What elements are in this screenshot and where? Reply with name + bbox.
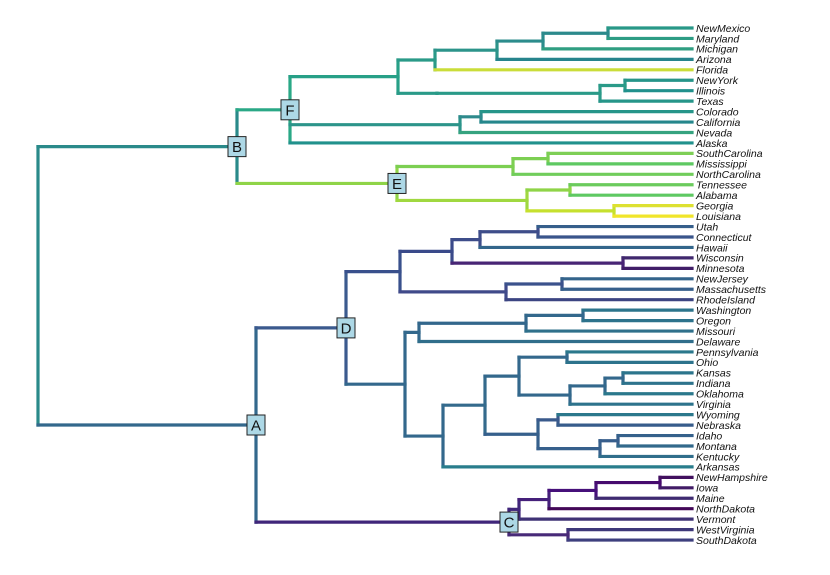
tip-label-newyork: NewYork	[696, 75, 739, 87]
node-text-D: D	[341, 320, 352, 337]
tip-label-oklahoma: Oklahoma	[696, 389, 744, 401]
tip-label-southdakota: SouthDakota	[696, 535, 757, 547]
tip-label-alabama: Alabama	[695, 190, 738, 202]
tip-label-ohio: Ohio	[696, 357, 718, 369]
tip-label-newhampshire: NewHampshire	[696, 472, 768, 484]
node-labels: F E B D C A	[227, 99, 519, 533]
tip-label-missouri: Missouri	[696, 326, 736, 338]
tip-label-arizona: Arizona	[695, 54, 732, 66]
node-label-C: C	[499, 511, 519, 533]
tip-label-wisconsin: Wisconsin	[696, 253, 744, 265]
tip-label-nebraska: Nebraska	[696, 420, 741, 432]
node-text-B: B	[232, 139, 242, 156]
tip-label-northcarolina: NorthCarolina	[696, 169, 761, 181]
tip-label-maryland: Maryland	[696, 33, 740, 45]
tip-label-nevada: Nevada	[696, 127, 732, 139]
tip-label-virginia: Virginia	[696, 399, 731, 411]
tip-labels: NewMexicoMarylandMichiganArizonaFloridaN…	[695, 23, 768, 547]
node-label-A: A	[246, 414, 266, 436]
tip-label-westvirginia: WestVirginia	[696, 524, 755, 536]
tip-label-mississippi: Mississippi	[696, 159, 747, 171]
tip-label-massachusetts: Massachusetts	[696, 284, 767, 296]
tip-label-florida: Florida	[696, 65, 728, 77]
tip-label-louisiana: Louisiana	[696, 211, 741, 223]
node-box-A	[246, 414, 266, 436]
tip-label-arkansas: Arkansas	[695, 462, 741, 474]
tip-label-delaware: Delaware	[696, 336, 741, 348]
node-box-C	[499, 511, 519, 533]
tip-label-tennessee: Tennessee	[696, 180, 747, 192]
tip-label-connecticut: Connecticut	[696, 232, 753, 244]
tip-label-illinois: Illinois	[696, 86, 726, 98]
tip-label-newmexico: NewMexico	[696, 23, 750, 35]
node-box-F	[280, 99, 300, 121]
tip-label-maine: Maine	[696, 493, 725, 505]
tip-label-texas: Texas	[696, 96, 724, 108]
tip-label-southcarolina: SouthCarolina	[696, 148, 763, 160]
tip-label-indiana: Indiana	[696, 378, 731, 390]
node-box-D	[336, 317, 356, 339]
tree-edges	[36, 26, 694, 542]
node-text-A: A	[251, 417, 261, 434]
node-label-B: B	[227, 136, 247, 158]
tip-label-rhodeisland: RhodeIsland	[696, 295, 756, 307]
tip-label-alaska: Alaska	[695, 138, 728, 150]
node-text-C: C	[504, 515, 515, 532]
tip-label-kentucky: Kentucky	[696, 451, 740, 463]
tip-label-iowa: Iowa	[696, 483, 718, 495]
tip-label-idaho: Idaho	[696, 430, 722, 442]
tip-label-montana: Montana	[696, 441, 737, 453]
tip-label-california: California	[696, 117, 741, 129]
node-label-E: E	[387, 172, 407, 194]
tip-label-washington: Washington	[696, 305, 751, 317]
tip-label-utah: Utah	[696, 221, 718, 233]
tip-label-hawaii: Hawaii	[696, 242, 728, 254]
node-label-D: D	[336, 317, 356, 339]
tip-label-pennsylvania: Pennsylvania	[696, 347, 759, 359]
tip-label-oregon: Oregon	[696, 315, 731, 327]
tip-label-kansas: Kansas	[696, 368, 732, 380]
tip-label-minnesota: Minnesota	[696, 263, 745, 275]
tip-label-georgia: Georgia	[696, 200, 734, 212]
node-box-B	[227, 136, 247, 158]
node-label-F: F	[280, 99, 300, 121]
tip-label-vermont: Vermont	[696, 514, 736, 526]
node-text-E: E	[392, 176, 402, 193]
tip-label-michigan: Michigan	[696, 44, 738, 56]
tip-label-colorado: Colorado	[696, 106, 739, 118]
tip-label-northdakota: NorthDakota	[696, 504, 755, 516]
tip-label-wyoming: Wyoming	[696, 409, 740, 421]
node-box-E	[387, 172, 407, 194]
tip-label-newjersey: NewJersey	[696, 274, 749, 286]
node-text-F: F	[285, 102, 294, 119]
